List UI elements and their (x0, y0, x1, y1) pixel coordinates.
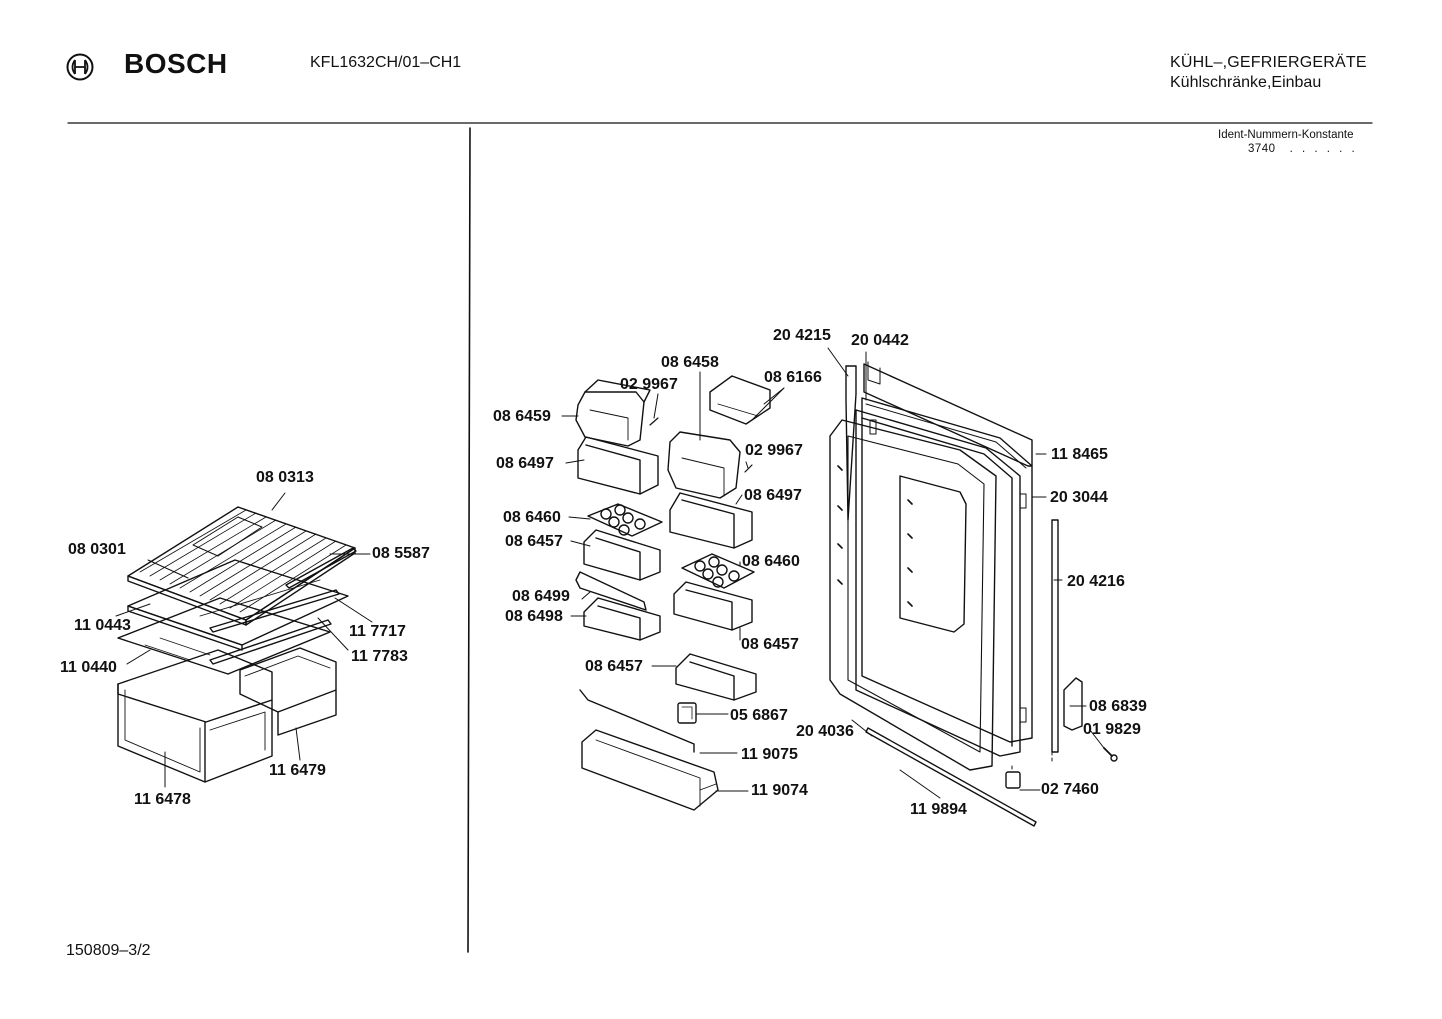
part-label: 11 6478 (134, 791, 191, 808)
part-label: 11 7717 (349, 623, 406, 640)
hinge-screw (1103, 747, 1118, 762)
part-label: 08 0301 (68, 541, 126, 558)
bottle-shelf (581, 729, 719, 811)
ident-label: Ident-Nummern-Konstante (1218, 129, 1354, 141)
door-gasket (855, 409, 1021, 757)
part-label: 08 6458 (661, 354, 719, 371)
small-rack (583, 597, 661, 641)
door-outer-panel (861, 397, 1033, 743)
part-label: 08 6498 (505, 608, 563, 625)
part-label: 08 6457 (585, 658, 643, 675)
leader-lines-middle (561, 371, 785, 792)
category-title: KÜHL–,GEFRIERGERÄTE (1170, 54, 1367, 71)
ident-number: 3740 (1248, 143, 1276, 155)
crisper-drawer-large (117, 649, 273, 783)
category-subtitle: Kühlschränke,Einbau (1170, 74, 1322, 91)
side-trim-left (845, 365, 857, 521)
small-box-lid (709, 375, 771, 425)
part-label: 08 6497 (496, 455, 554, 472)
butter-compartment-tray (577, 436, 659, 495)
model-number: KFL1632CH/01–CH1 (310, 54, 462, 71)
door-rack-middle (675, 653, 757, 701)
part-label: 02 9967 (620, 376, 678, 393)
part-label: 20 4215 (773, 327, 831, 344)
butter-compartment-lid (575, 379, 659, 447)
door-hinge (1063, 677, 1083, 731)
part-label: 20 3044 (1050, 489, 1108, 506)
door-foot-cap (1005, 771, 1021, 789)
door-shelf-upper-lid (667, 431, 753, 499)
part-label: 02 7460 (1041, 781, 1099, 798)
glass-shelf-lower (127, 559, 349, 651)
part-label: 11 8465 (1051, 446, 1108, 463)
egg-tray-upper (587, 503, 663, 537)
leader-lines-right (827, 347, 1105, 799)
part-label: 08 6457 (741, 636, 799, 653)
part-label: 08 6497 (744, 487, 802, 504)
door-inner-liner (829, 419, 997, 771)
divider-clip (575, 571, 647, 611)
column-divider (467, 127, 471, 953)
part-label: 02 9967 (745, 442, 803, 459)
part-label: 08 6499 (512, 588, 570, 605)
egg-box-upper (583, 529, 661, 581)
part-label: 08 6839 (1089, 698, 1147, 715)
ident-dots: . . . . . . (1289, 143, 1358, 155)
part-label: 11 9074 (751, 782, 808, 799)
glass-plate (117, 597, 332, 675)
door-bottom-rail (865, 727, 1037, 827)
bottle-stop (677, 702, 697, 724)
part-label: 08 6460 (742, 553, 800, 570)
brand-logo-text: BOSCH (124, 48, 228, 79)
side-trim-right (1051, 519, 1059, 753)
part-label: 20 0442 (851, 332, 909, 349)
part-label: 08 6460 (503, 509, 561, 526)
part-label: 01 9829 (1083, 721, 1141, 738)
part-label: 08 0313 (256, 469, 314, 486)
part-label: 11 0440 (60, 659, 117, 676)
part-label: 08 5587 (372, 545, 430, 562)
crisper-drawer-small (239, 647, 337, 736)
egg-box-lower (673, 581, 753, 631)
glass-shelf-grid (127, 506, 356, 626)
egg-tray-lower (681, 553, 755, 589)
door-shelf-upper-tray (669, 492, 753, 549)
part-label: 08 6457 (505, 533, 563, 550)
document-code: 150809–3/2 (66, 942, 151, 959)
part-label: 11 7783 (351, 648, 408, 665)
leader-lines-left (115, 492, 373, 788)
part-label: 11 9075 (741, 746, 798, 763)
part-label: 20 4036 (796, 723, 854, 740)
ident-value: 3740 . . . . . . (1248, 143, 1358, 155)
door-trim-top (863, 361, 1033, 467)
part-label: 11 9894 (910, 801, 967, 818)
part-label: 05 6867 (730, 707, 788, 724)
part-label: 20 4216 (1067, 573, 1125, 590)
part-label: 11 0443 (74, 617, 131, 634)
part-label: 08 6459 (493, 408, 551, 425)
part-label: 08 6166 (764, 369, 822, 386)
bosch-logo-icon (66, 53, 94, 81)
shelf-rail-front (285, 547, 357, 589)
bottle-retainer (579, 689, 695, 753)
part-label: 11 6479 (269, 762, 326, 779)
